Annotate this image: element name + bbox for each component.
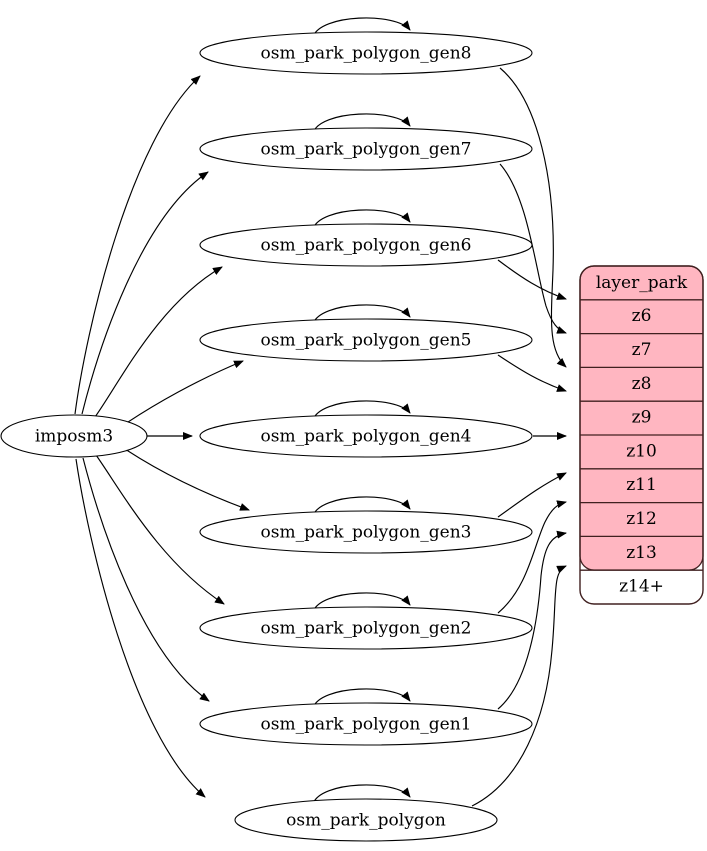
edge-imposm3-to-gen2 xyxy=(95,454,225,605)
edge-gen6-to-z6 xyxy=(497,259,567,300)
ellipse-nodes: osm_park_polygon_gen8 osm_park_polygon_g… xyxy=(0,31,533,842)
node-gen7-label: osm_park_polygon_gen7 xyxy=(261,140,472,160)
node-gen2[interactable]: osm_park_polygon_gen2 xyxy=(199,606,533,650)
self-loop-gen4 xyxy=(312,400,411,421)
layer-park-table[interactable]: layer_park z6 z7 z8 z9 z10 z11 z12 z13 z… xyxy=(579,265,704,605)
edges-from-imposm3 xyxy=(74,75,250,798)
layer-park-outline xyxy=(579,265,704,605)
edge-imposm3-to-gen7 xyxy=(81,171,209,415)
row-z7-label: z7 xyxy=(632,340,652,360)
edge-gen8-to-z8 xyxy=(499,67,567,368)
node-gen4[interactable]: osm_park_polygon_gen4 xyxy=(199,414,533,458)
node-gen5-label: osm_park_polygon_gen5 xyxy=(261,331,472,351)
layer-park-header-label: layer_park xyxy=(596,273,688,293)
edge-imposm3-to-gen8 xyxy=(74,75,201,415)
edge-base-to-z14plus xyxy=(471,565,567,807)
edge-imposm3-to-gen6 xyxy=(94,266,223,418)
self-loop-gen7 xyxy=(312,113,411,134)
self-loop-gen5 xyxy=(312,304,411,325)
row-z9-label: z9 xyxy=(632,408,652,428)
self-loop-gen3 xyxy=(312,496,411,517)
self-loop-gen2 xyxy=(312,592,411,613)
node-gen7[interactable]: osm_park_polygon_gen7 xyxy=(199,127,533,171)
edge-imposm3-to-gen3 xyxy=(124,448,250,511)
node-imposm3-label: imposm3 xyxy=(35,427,113,447)
edge-imposm3-to-gen5 xyxy=(124,360,244,425)
edge-gen1-to-z13 xyxy=(497,530,567,710)
node-gen8[interactable]: osm_park_polygon_gen8 xyxy=(199,31,533,75)
self-loop-gen6 xyxy=(312,209,411,230)
node-gen8-label: osm_park_polygon_gen8 xyxy=(261,44,472,64)
row-z6-label: z6 xyxy=(632,306,652,326)
row-z14plus-label: z14+ xyxy=(619,577,664,597)
edge-imposm3-to-gen1 xyxy=(82,457,210,702)
edge-gen3-to-z11 xyxy=(497,472,567,518)
row-z12-label: z12 xyxy=(626,509,657,529)
node-gen4-label: osm_park_polygon_gen4 xyxy=(261,427,472,447)
node-gen5[interactable]: osm_park_polygon_gen5 xyxy=(199,318,533,362)
edge-gen5-to-z9 xyxy=(497,354,567,392)
node-gen6-label: osm_park_polygon_gen6 xyxy=(261,236,472,256)
edge-gen7-to-z7 xyxy=(499,163,567,334)
node-imposm3[interactable]: imposm3 xyxy=(0,414,148,458)
self-loop-base xyxy=(312,784,411,805)
node-gen6[interactable]: osm_park_polygon_gen6 xyxy=(199,223,533,267)
self-loops xyxy=(312,17,411,805)
edges-to-layer-park xyxy=(471,67,567,807)
node-base[interactable]: osm_park_polygon xyxy=(234,798,498,842)
edge-imposm3-to-base xyxy=(75,458,206,798)
node-base-label: osm_park_polygon xyxy=(286,811,446,831)
row-z11-label: z11 xyxy=(626,475,657,495)
self-loop-gen8 xyxy=(312,17,411,38)
edge-gen2-to-z12 xyxy=(497,500,567,614)
row-z10-label: z10 xyxy=(626,441,657,461)
self-loop-gen1 xyxy=(312,688,411,709)
row-z13-label: z13 xyxy=(626,543,657,563)
node-gen3[interactable]: osm_park_polygon_gen3 xyxy=(199,510,533,554)
node-gen3-label: osm_park_polygon_gen3 xyxy=(261,523,472,543)
node-gen2-label: osm_park_polygon_gen2 xyxy=(261,619,472,639)
node-gen1[interactable]: osm_park_polygon_gen1 xyxy=(199,702,533,746)
node-gen1-label: osm_park_polygon_gen1 xyxy=(261,715,472,735)
row-z8-label: z8 xyxy=(632,374,652,394)
